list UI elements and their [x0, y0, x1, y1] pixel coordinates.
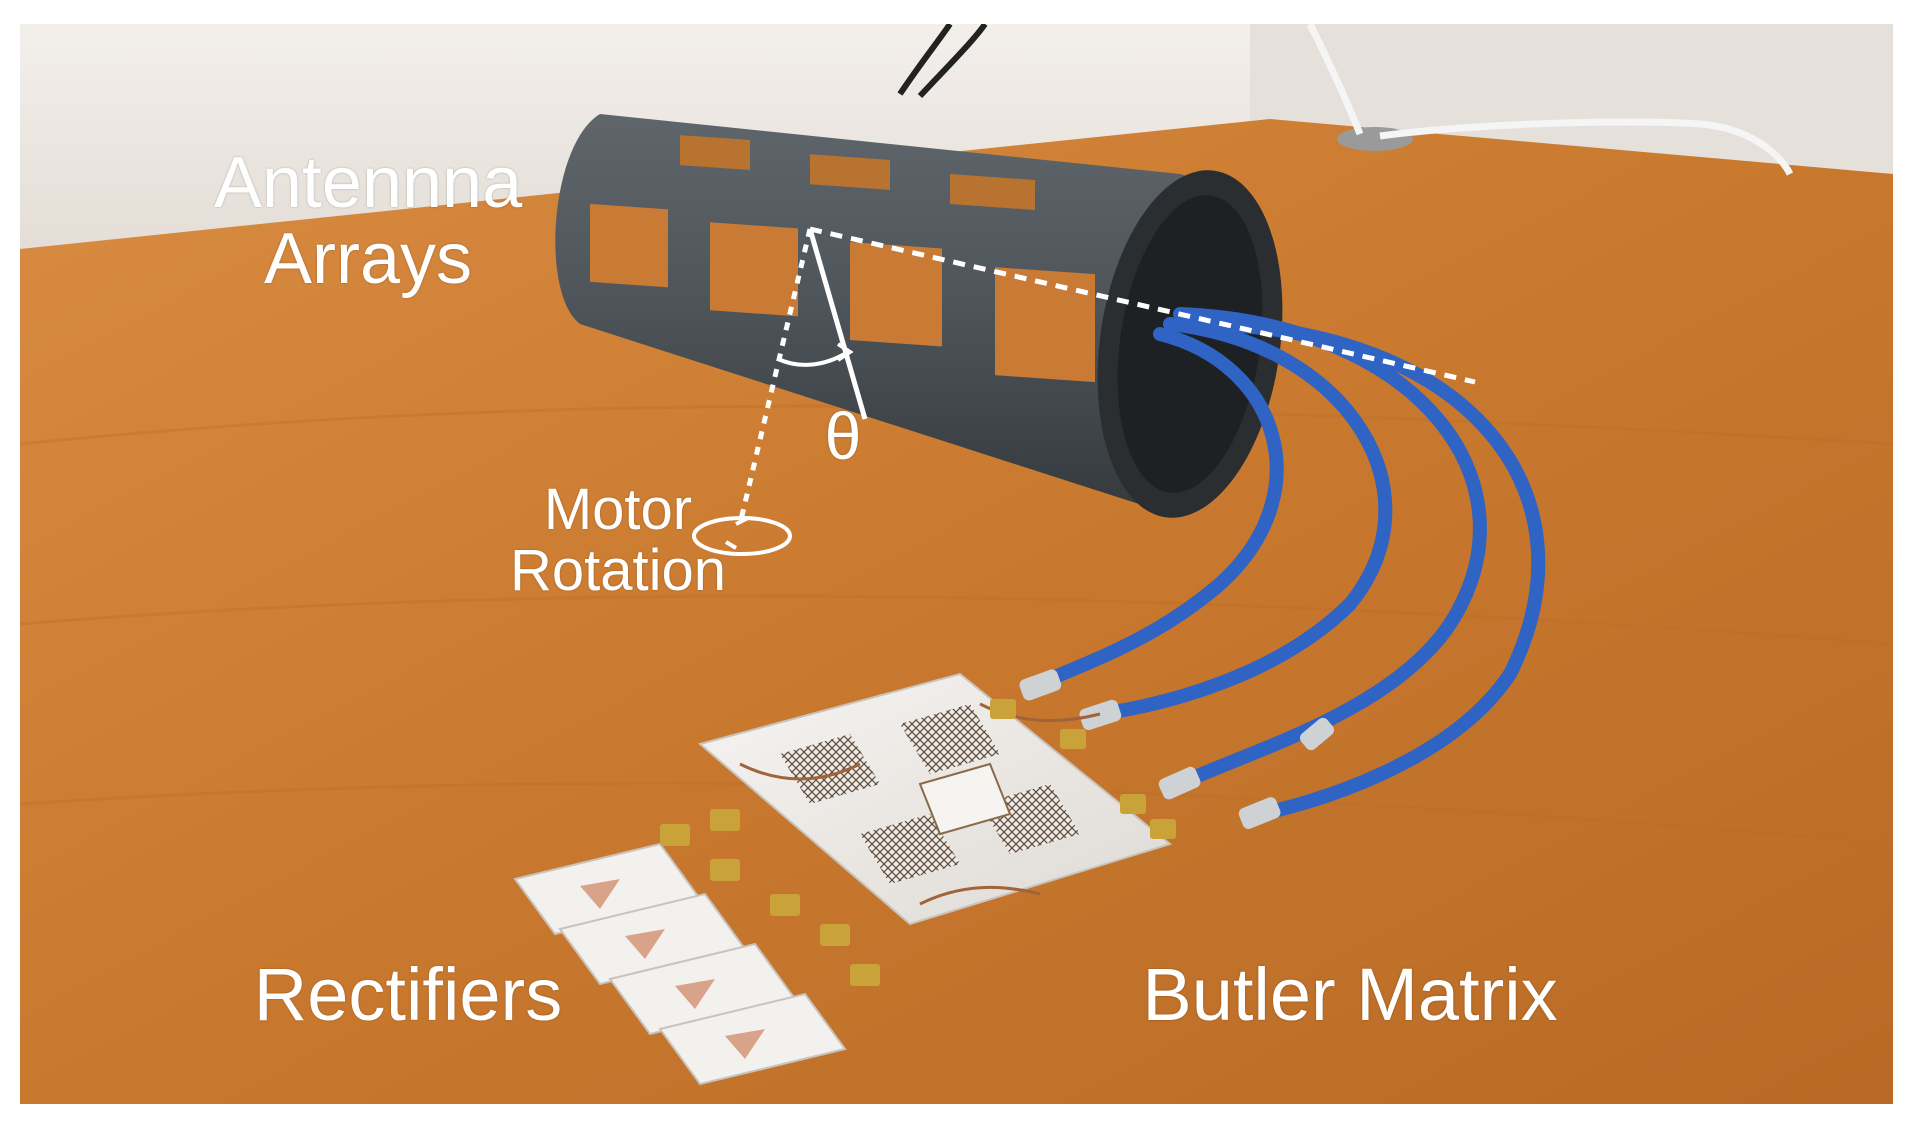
cable-ferrules	[1019, 669, 1334, 829]
patch-antenna-top	[810, 154, 890, 190]
rotation-axis-line	[737, 228, 813, 525]
white-power-cable	[1306, 24, 1794, 176]
antenna-arrays-label: Antennna Arrays	[138, 143, 598, 299]
patch-antenna	[590, 203, 668, 288]
tilt-line	[807, 228, 868, 420]
sma-connectors	[660, 699, 1176, 986]
patch-antenna	[710, 222, 798, 317]
reference-axis-line	[809, 226, 1476, 385]
antenna-arrays-label-line2: Arrays	[263, 218, 473, 299]
black-cable	[897, 24, 988, 99]
experimental-setup-photo	[20, 24, 1893, 1104]
patch-antenna	[995, 267, 1095, 383]
rectifier-boards	[513, 842, 847, 1086]
patch-antenna-top	[950, 174, 1035, 210]
motor-rotation-label-line2: Rotation	[509, 537, 727, 603]
butler-matrix-board	[697, 672, 1173, 926]
patch-antenna	[850, 242, 942, 347]
theta-label: θ	[824, 399, 862, 473]
butler-matrix-label: Butler Matrix	[1142, 953, 1558, 1036]
antenna-arrays-label-line1: Antennna	[213, 143, 523, 223]
motor-rotation-symbol	[692, 516, 792, 556]
motor-rotation-label-line1: Motor	[543, 477, 693, 542]
rectifiers-label: Rectifiers	[253, 953, 563, 1036]
table-surface	[20, 119, 1893, 1104]
angle-annotation	[692, 226, 1476, 556]
motor-rotation-label: Motor Rotation	[458, 477, 778, 603]
antenna-cylinder	[555, 114, 1283, 518]
photo-frame: Antennna Arrays θ Motor Rotation Rectifi…	[20, 24, 1893, 1104]
patch-antenna-top	[680, 135, 750, 171]
